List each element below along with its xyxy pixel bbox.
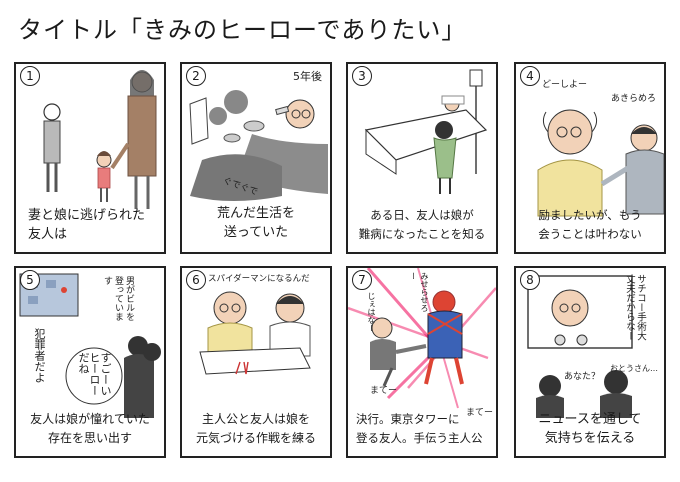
panel-5-number: 5 (20, 270, 40, 290)
panel-6-note: スパイダーマンになるんだ (208, 274, 310, 284)
panel-3-number: 3 (352, 66, 372, 86)
panel-4-number: 4 (520, 66, 540, 86)
panel-4: 4 どーしよー あきらめろ 励ましたいが、もう 会うことは叶わない (514, 62, 666, 254)
panel-7-sfx-right: みせらせろー (409, 272, 429, 312)
panel-7-sfx-bottom-left: まてー (370, 386, 398, 396)
panel-7-sfx-left: じぇはなー (367, 292, 376, 332)
panel-6-number: 6 (186, 270, 206, 290)
panel-2-time-note: 5年後 (293, 70, 322, 83)
panel-8-caption: ニュースを通して 気持ちを伝える (538, 412, 642, 446)
panel-1: 1 妻と娘に逃げられた 友人は (14, 62, 166, 254)
panel-7: 7 じぇはなー みせらせろー まてー まてー 決行。東京タワーに 登る友人。手伝… (346, 266, 498, 458)
panel-5-tv-text: 男がビルを登っています (102, 276, 134, 321)
page-title: タイトル「きみのヒーローでありたい」 (18, 16, 467, 44)
panel-4-bubble-left: どーしよー (542, 80, 588, 90)
panel-2-caption: 荒んだ生活を 送っていた (216, 206, 295, 240)
panel-7-number: 7 (352, 270, 372, 290)
panel-1-number: 1 (20, 66, 40, 86)
panel-2: 2 5年後 ぐでぐで 荒んだ生活を 送っていた (180, 62, 332, 254)
panel-1-art (43, 70, 157, 209)
panel-4-caption: 励ましたいが、もう 会うことは叶わない (538, 208, 642, 241)
panel-5-caption: 友人は娘が憧れていた 存在を思い出す (30, 412, 150, 445)
panel-5-bubble: すごーいヒーローだね (77, 352, 112, 396)
panel-7-sfx-bottom-right: まてー (466, 408, 494, 418)
panel-2-number: 2 (186, 66, 206, 86)
panel-1-caption: 妻と娘に逃げられた 友人は (28, 208, 146, 242)
panel-3: 3 ある日、友人は娘が 難病になったことを知る (346, 62, 498, 254)
panel-4-art (537, 109, 664, 217)
panel-3-caption: ある日、友人は娘が 難病になったことを知る (358, 208, 486, 241)
panel-8: 8 サチコー手術大丈夫だからなー あなた？ おとうさん… ニュースを通して 気持… (514, 266, 666, 458)
panel-6: 6 スパイダーマンになるんだ 主人公と友人は娘を 元気づける作戦を練る (180, 266, 332, 458)
panel-2-art (189, 90, 328, 201)
panel-5-side-remark: 犯罪者だよ (33, 328, 46, 383)
panel-7-art (348, 268, 496, 409)
panel-7-caption: 決行。東京タワーに 登る友人。手伝う主人公 (356, 412, 483, 445)
panel-8-art (527, 275, 633, 418)
panel-8-number: 8 (520, 270, 540, 290)
panel-5: 5 男がビルを登っています すごーいヒーローだね 犯罪者だよ 友人は娘が憧れてい… (14, 266, 166, 458)
panel-8-bubble-left: あなた？ (564, 372, 601, 382)
panel-3-art (364, 69, 488, 194)
panel-6-art (199, 291, 311, 375)
panel-8-tv-text: サチコー手術大丈夫だからなー (624, 274, 646, 341)
panel-4-bubble-right: あきらめろ (610, 94, 656, 104)
panel-6-caption: 主人公と友人は娘を 元気づける作戦を練る (195, 412, 316, 445)
panel-8-bubble-right: おとうさん… (610, 364, 658, 373)
